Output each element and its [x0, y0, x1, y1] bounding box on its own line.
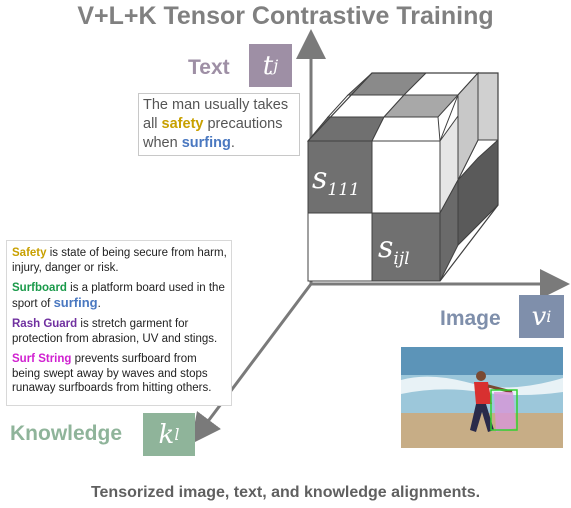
- surfer-photo: [401, 347, 563, 448]
- knowledge-definition: is a platform board used in the sport of: [12, 282, 225, 310]
- knowledge-entry-rash-guard: Rash Guard is stretch garment for protec…: [12, 317, 227, 346]
- knowledge-definition: prevents surfboard from being swept away…: [12, 353, 212, 394]
- text-axis-label: Text: [188, 56, 230, 79]
- knowledge-entries-box: Safety is state of being secure from har…: [6, 240, 232, 406]
- knowledge-term: Surfboard: [12, 282, 67, 294]
- text-keyword-surfing: surfing: [181, 135, 231, 151]
- knowledge-entry-surfboard: Surfboard is a platform board used in th…: [12, 281, 227, 311]
- cell-s111-symbol: s: [312, 161, 328, 196]
- knowledge-keyword-surfing: surfing: [53, 294, 98, 310]
- text-keyword-safety: safety: [161, 116, 204, 132]
- knowledge-symbol-subscript: l: [174, 425, 180, 444]
- cell-sijl-symbol: s: [378, 230, 394, 265]
- text-example-box: The man usually takes all safety precaut…: [138, 93, 300, 156]
- knowledge-symbol-letter: k: [158, 419, 175, 450]
- knowledge-entry-safety: Safety is state of being secure from har…: [12, 246, 227, 275]
- knowledge-term: Safety: [12, 247, 47, 259]
- knowledge-definition: is stretch garment for protection from a…: [12, 318, 218, 345]
- knowledge-definition-tail: .: [97, 297, 101, 310]
- cell-sijl-subscript: ijl: [393, 249, 410, 269]
- tensor-cube: [306, 71, 499, 282]
- image-symbol-subscript: i: [546, 307, 552, 326]
- text-symbol-subscript: j: [273, 56, 279, 75]
- knowledge-term: Surf String: [12, 353, 72, 365]
- figure-caption: Tensorized image, text, and knowledge al…: [90, 484, 481, 501]
- knowledge-definition: is state of being secure from harm, inju…: [12, 247, 227, 274]
- figure-title: V+L+K Tensor Contrastive Training: [77, 2, 494, 30]
- text-before: The man usually takes all: [143, 97, 289, 132]
- knowledge-axis-label: Knowledge: [10, 422, 123, 445]
- image-symbol-letter: v: [531, 301, 547, 332]
- image-axis-label: Image: [440, 307, 501, 330]
- text-after: .: [230, 135, 235, 151]
- cell-s111-label: s111: [312, 161, 360, 200]
- text-symbol-letter: t: [262, 50, 274, 81]
- knowledge-term: Rash Guard: [12, 318, 78, 330]
- knowledge-entry-surf-string: Surf String prevents surfboard from bein…: [12, 352, 227, 396]
- cell-sijl-label: sijl: [378, 230, 410, 269]
- cell-s111-subscript: 111: [327, 180, 360, 200]
- knowledge-axis: [191, 283, 313, 444]
- text-middle: precautions when: [143, 116, 283, 151]
